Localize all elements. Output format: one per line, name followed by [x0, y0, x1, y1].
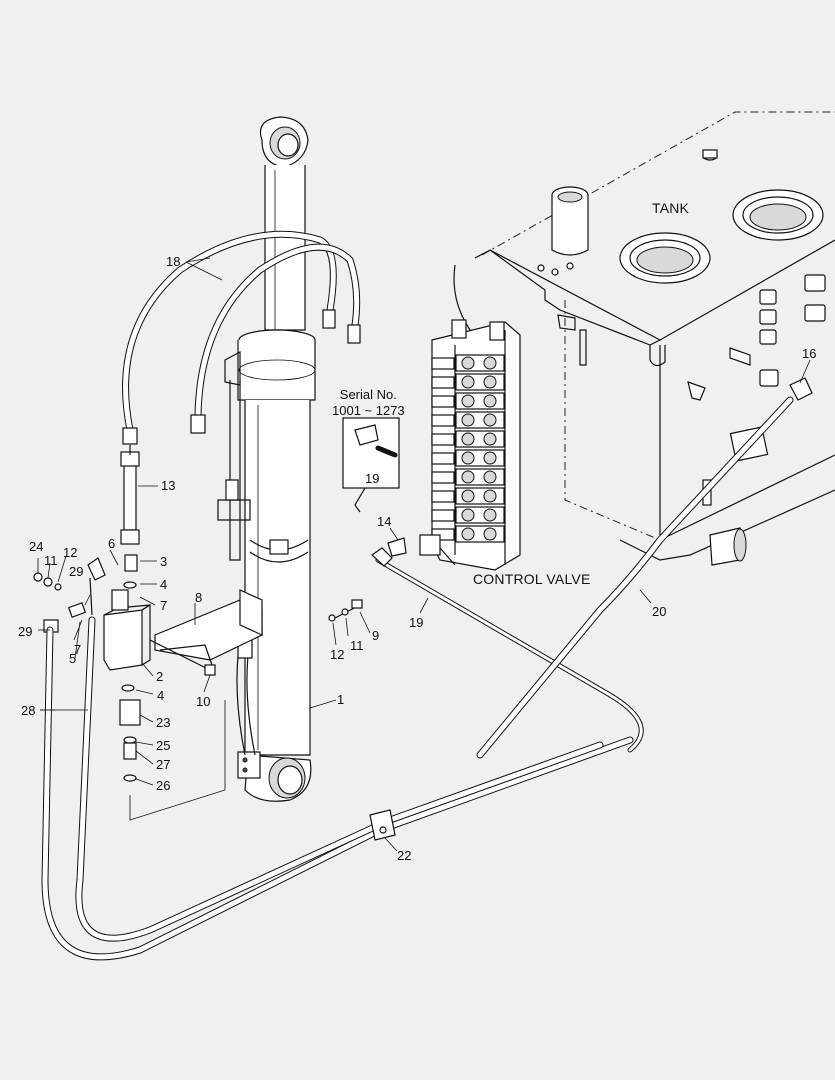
- callout-23: 23: [156, 715, 171, 730]
- callout-14: 14: [377, 514, 392, 529]
- callout-13: 13: [161, 478, 176, 493]
- valve-port: [483, 451, 497, 465]
- valve-spool-cap: [431, 452, 455, 465]
- callout-11a: 11: [44, 553, 58, 568]
- cylinder: [154, 116, 316, 802]
- valve-spool-cap: [431, 509, 455, 522]
- hoses-28: [41, 616, 634, 961]
- callout-22: 22: [397, 848, 412, 863]
- serial-no-label: Serial No. 1001 ~ 1273: [332, 387, 405, 419]
- hoses-18: [122, 230, 361, 445]
- valve-spool-cap: [431, 395, 455, 408]
- callout-29b: 29: [18, 624, 33, 639]
- valve-port: [461, 432, 475, 446]
- callout-19b: 19: [409, 615, 424, 630]
- callout-27: 27: [156, 757, 171, 772]
- valve-port: [483, 413, 497, 427]
- valve-port: [483, 432, 497, 446]
- valve-port: [461, 451, 475, 465]
- callout-8: 8: [195, 590, 203, 605]
- callout-29a: 29: [69, 564, 84, 579]
- valve-port: [461, 413, 475, 427]
- valve-port: [483, 394, 497, 408]
- callout-24: 24: [29, 539, 44, 554]
- callout-16: 16: [802, 346, 817, 361]
- callout-7a: 7: [160, 598, 168, 613]
- valve-port: [461, 489, 475, 503]
- callout-5: 5: [69, 651, 77, 666]
- control-valve-label: CONTROL VALVE: [473, 571, 591, 587]
- valve-spool-cap: [431, 357, 455, 370]
- serial-inset: [342, 417, 400, 513]
- callout-18: 18: [166, 254, 181, 269]
- callout-7b: 7: [74, 642, 82, 657]
- callout-20: 20: [652, 604, 667, 619]
- callout-12b: 12: [330, 647, 345, 662]
- leader-lines: [37, 257, 811, 852]
- tube-19: [371, 537, 644, 753]
- callout-26: 26: [156, 778, 171, 793]
- valve-spool-cap: [431, 490, 455, 503]
- callout-4a: 4: [160, 577, 168, 592]
- valve-port: [461, 375, 475, 389]
- callout-19a: 19: [365, 471, 380, 486]
- valve-port: [461, 394, 475, 408]
- valve-port: [461, 527, 475, 541]
- valve-spool-cap: [431, 414, 455, 427]
- valve-port: [483, 508, 497, 522]
- serial-line-1: Serial No.: [339, 387, 397, 402]
- valve-port: [483, 527, 497, 541]
- callout-10: 10: [196, 694, 211, 709]
- callout-6: 6: [108, 536, 116, 551]
- valve-spool-cap: [431, 471, 455, 484]
- callout-1: 1: [337, 692, 345, 707]
- valve-port: [483, 375, 497, 389]
- valve-spool-cap: [431, 376, 455, 389]
- callout-11b: 11: [350, 638, 364, 653]
- callout-9: 9: [372, 628, 380, 643]
- callout-4b: 4: [157, 688, 165, 703]
- valve-port: [483, 356, 497, 370]
- valve-port: [461, 508, 475, 522]
- valve-port: [483, 489, 497, 503]
- valve-port: [461, 356, 475, 370]
- clamp-22: [369, 809, 396, 841]
- valve-port: [461, 470, 475, 484]
- callout-3: 3: [160, 554, 168, 569]
- tank-label: TANK: [652, 200, 690, 216]
- control-valve: [419, 319, 521, 571]
- valve-assembly: [33, 445, 363, 821]
- callout-28: 28: [21, 703, 36, 718]
- valve-port: [483, 470, 497, 484]
- callout-25: 25: [156, 738, 171, 753]
- serial-line-2: 1001 ~ 1273: [332, 403, 405, 418]
- valve-spool-cap: [431, 433, 455, 446]
- hose-20: [476, 377, 813, 759]
- callout-12a: 12: [63, 545, 78, 560]
- callout-2: 2: [156, 669, 164, 684]
